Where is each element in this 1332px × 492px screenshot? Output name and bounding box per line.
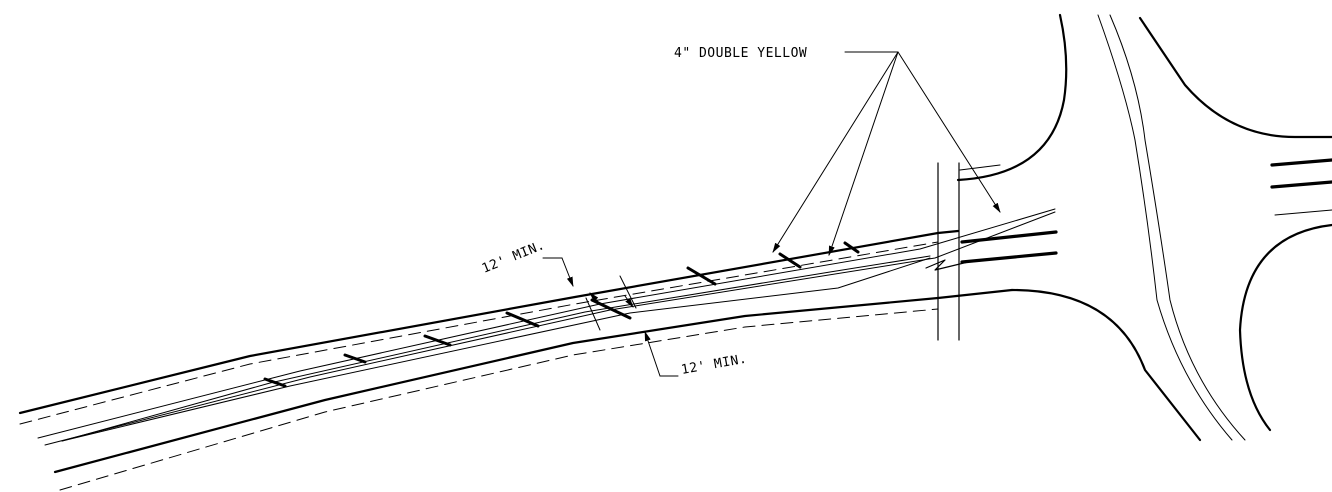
min-width-callout-top: 12' MIN.	[480, 238, 547, 277]
top-edge-offset-dashed	[19, 241, 939, 425]
median-hatching	[263, 241, 860, 388]
stop-bars-right	[1270, 158, 1332, 189]
curb-return-top-right	[1138, 16, 1332, 139]
painted-median-lower	[61, 257, 931, 442]
lane-line-upper	[37, 208, 1056, 439]
curb-return-bottom-left	[1010, 288, 1202, 442]
top-edge-of-pavement	[18, 229, 960, 415]
curb-return-top-left	[956, 13, 1068, 182]
match-line	[925, 162, 969, 341]
cross-street-left-edge	[1097, 14, 1233, 441]
min-width-leader-top	[542, 257, 574, 287]
stop-bars-approach	[960, 230, 1058, 264]
cross-street-left-edge-inner	[1109, 14, 1246, 441]
lane-line-lower	[44, 211, 1056, 446]
bottom-edge-of-pavement	[53, 288, 1014, 474]
painted-median-upper	[61, 255, 931, 442]
median-dimension	[585, 275, 637, 331]
min-width-leader-bottom	[644, 331, 679, 377]
double-yellow-callout: 4" DOUBLE YELLOW	[674, 46, 807, 61]
curb-return-top-left-inner	[959, 164, 1001, 171]
right-lane-line	[1274, 209, 1332, 216]
curb-return-bottom-right	[1238, 223, 1332, 432]
min-width-callout-bottom: 12' MIN.	[680, 352, 748, 378]
double-yellow-leaders	[772, 51, 1001, 256]
bottom-edge-offset-dashed	[59, 308, 939, 491]
